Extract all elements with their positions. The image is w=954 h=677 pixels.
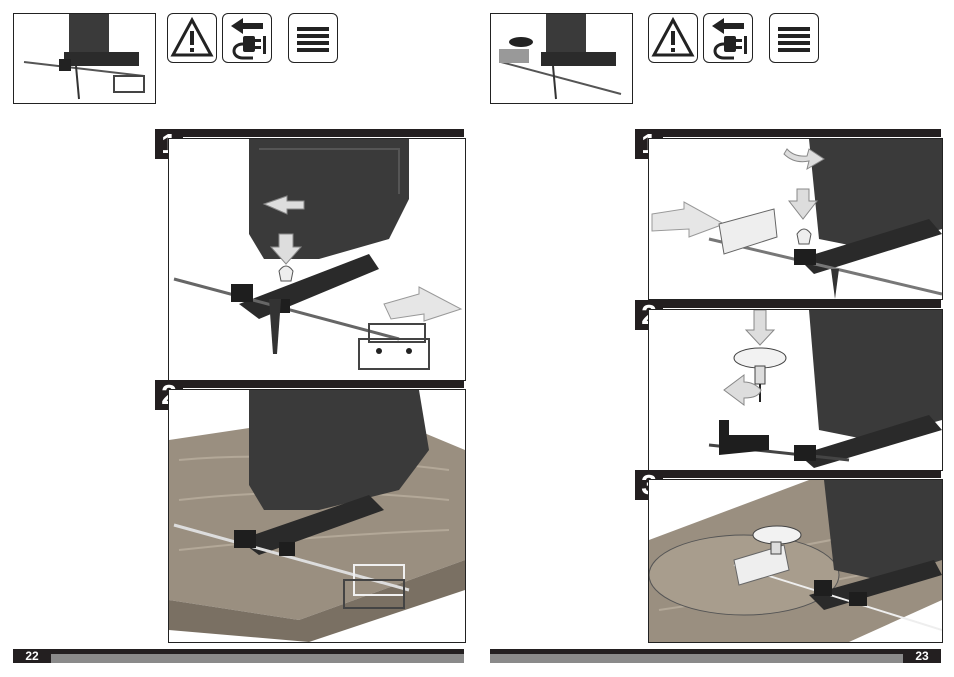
page-number: 23	[903, 649, 941, 663]
step-3-header-bar	[635, 470, 941, 478]
step-3-illustration	[648, 479, 943, 643]
warning-triangle-icon	[167, 13, 217, 63]
blade-list-icon	[769, 13, 819, 63]
left-footer-bar: 22	[13, 649, 464, 663]
step-2-illustration	[648, 309, 943, 471]
page-number: 22	[13, 649, 51, 663]
step-1-header-bar	[635, 129, 941, 137]
step-2-illustration	[168, 389, 466, 643]
step-1-illustration	[648, 138, 943, 300]
step-1-illustration	[168, 138, 466, 381]
right-thumbnail-image	[490, 13, 633, 104]
step-1-header-bar	[155, 129, 464, 137]
unplug-icon	[222, 13, 272, 63]
right-footer-bar: 23	[490, 649, 941, 663]
left-page: 1 2	[0, 0, 477, 677]
right-page: 1 2 3	[477, 0, 954, 677]
warning-triangle-icon	[648, 13, 698, 63]
blade-list-icon	[288, 13, 338, 63]
step-2-header-bar	[635, 300, 941, 308]
step-2-header-bar	[155, 380, 464, 388]
left-thumbnail-image	[13, 13, 156, 104]
unplug-icon	[703, 13, 753, 63]
